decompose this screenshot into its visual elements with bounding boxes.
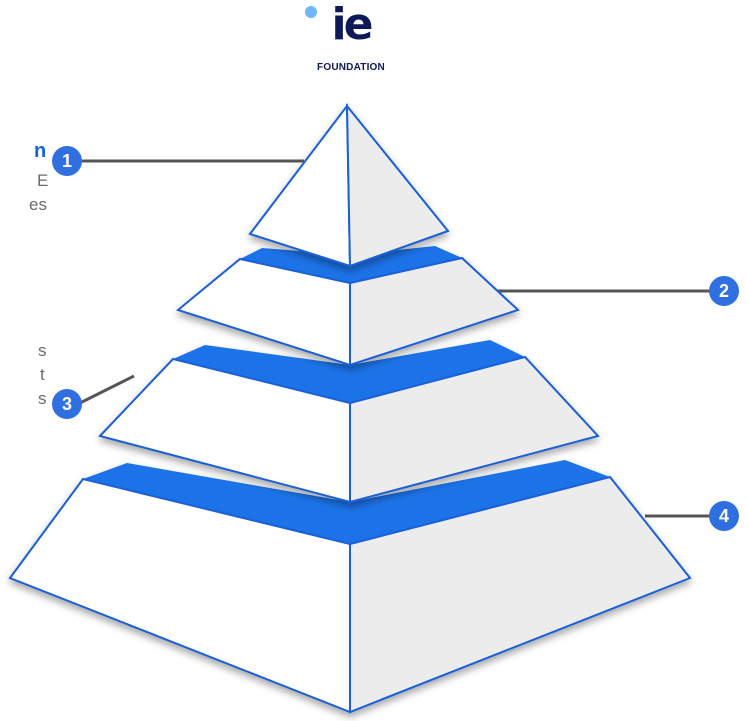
item1-line-2-visible: es bbox=[29, 195, 47, 214]
item1-heading-fragment-visible: n bbox=[34, 140, 47, 162]
item3-line-2-visible: t bbox=[40, 365, 45, 384]
logo-wordmark: ie bbox=[331, 0, 374, 50]
tier-1-right-face bbox=[345, 103, 450, 268]
logo-subtitle: FOUNDATION bbox=[317, 62, 385, 73]
tier-3-right-face bbox=[349, 355, 600, 504]
marker-4-label: 4 bbox=[719, 506, 729, 526]
tier-1-left-face bbox=[248, 103, 352, 268]
pyramid-tier-1 bbox=[248, 103, 450, 268]
ie-foundation-logo: ie FOUNDATION bbox=[296, 2, 406, 73]
tier-3-band bbox=[173, 340, 525, 403]
item1-line-1-visible: E bbox=[37, 171, 49, 190]
marker-3-label: 3 bbox=[62, 394, 72, 414]
leader-lines bbox=[77, 159, 712, 518]
item3-line-1-visible: s bbox=[38, 341, 47, 360]
tier-2-right-face bbox=[349, 256, 520, 367]
item3-line-3-visible: s bbox=[38, 389, 47, 408]
marker-2: 2 bbox=[709, 276, 739, 306]
marker-4: 4 bbox=[709, 501, 739, 531]
marker-3: 3 bbox=[52, 389, 82, 419]
marker-1-label: 1 bbox=[62, 151, 72, 171]
left-column-fragments: n E es s t s bbox=[0, 0, 50, 721]
marker-1: 1 bbox=[52, 146, 82, 176]
logo-dot-icon bbox=[305, 6, 317, 18]
leader-line-3 bbox=[77, 374, 135, 406]
marker-2-label: 2 bbox=[719, 281, 729, 301]
pyramid-tier-3 bbox=[98, 340, 600, 504]
tier-4-right-face bbox=[349, 475, 692, 714]
